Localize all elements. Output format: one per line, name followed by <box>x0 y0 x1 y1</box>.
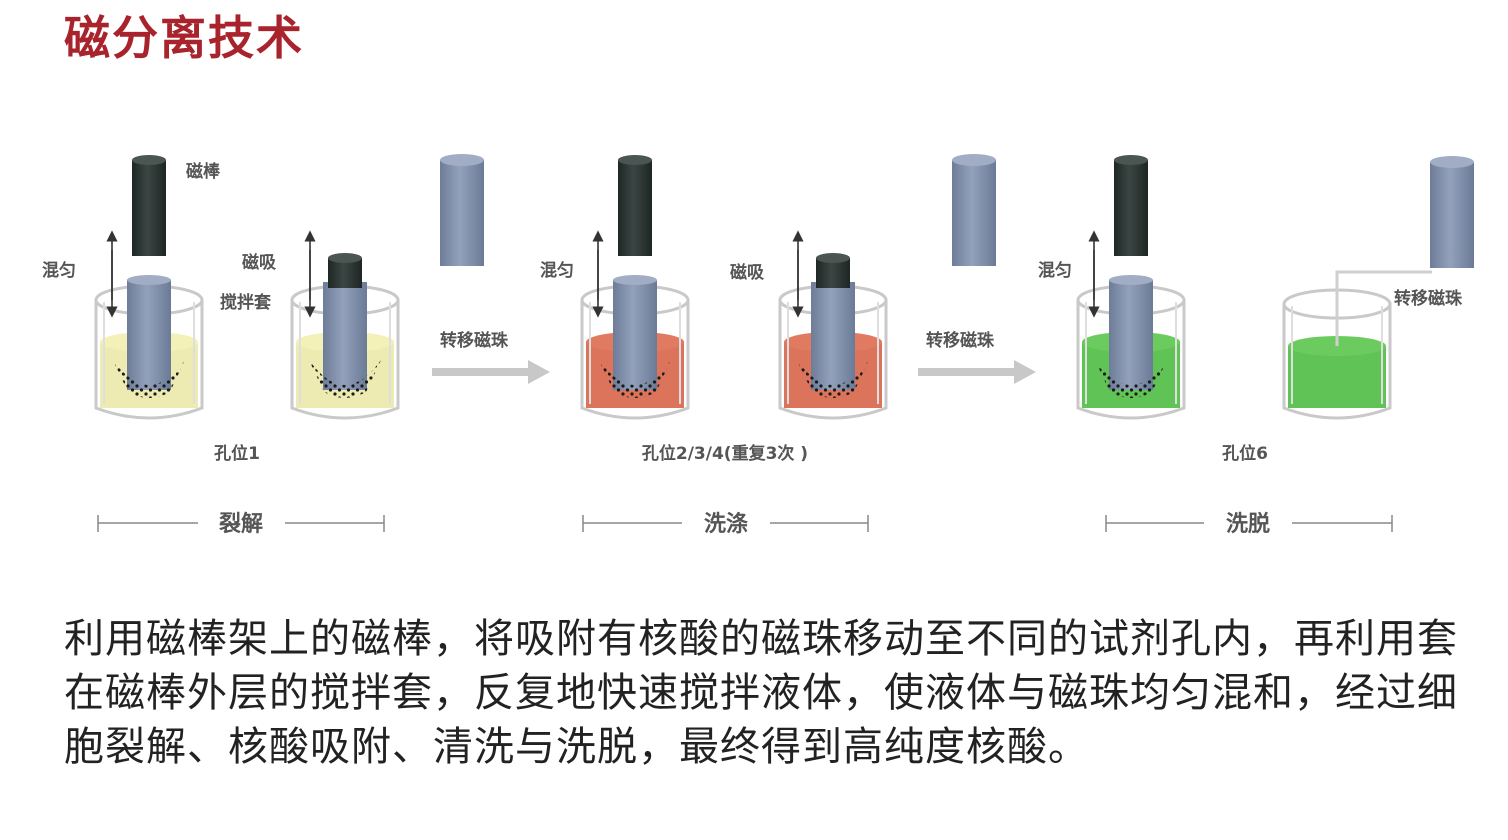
transfer-label: 转移磁珠 <box>926 330 995 351</box>
tube-wash-adsorb <box>778 230 888 420</box>
adsorb-label: 磁吸 <box>242 252 277 273</box>
stirring-sleeve <box>323 282 367 390</box>
description-paragraph: 利用磁棒架上的磁棒，将吸附有核酸的磁珠移动至不同的试剂孔内，再利用套在磁棒外层的… <box>64 616 1458 770</box>
well-label: 孔位6 <box>1222 443 1268 464</box>
tube-wash-mix <box>580 155 690 420</box>
tube-lysis-adsorb <box>290 230 400 420</box>
stage-label-lysis: 裂解 <box>219 511 263 537</box>
adsorb-label: 磁吸 <box>730 262 765 283</box>
transfer-label: 转移磁珠 <box>1394 288 1463 309</box>
mix-label: 混匀 <box>42 260 76 281</box>
sleeve-label: 搅拌套 <box>220 292 272 313</box>
stage-label-wash: 洗涤 <box>704 512 748 537</box>
magnetic-rod <box>132 160 166 256</box>
well-label: 孔位2/3/4(重复3次 ) <box>642 443 808 464</box>
well-label: 孔位1 <box>214 443 260 464</box>
stage-bracket-wash <box>582 515 869 532</box>
page-title: 磁分离技术 <box>64 11 304 65</box>
transfer-arrow <box>432 360 550 384</box>
tube-elute-mix <box>1076 155 1186 420</box>
tube-lysis-mix <box>94 155 204 420</box>
tube-elute-final <box>1282 156 1474 420</box>
mix-label: 混匀 <box>540 260 574 281</box>
transfer-label: 转移磁珠 <box>440 330 509 351</box>
stage-bracket-elute <box>1105 515 1393 532</box>
stage-bracket-lysis <box>97 515 385 532</box>
mix-label: 混匀 <box>1038 260 1072 281</box>
magnetic-separation-diagram: 磁棒 混匀 磁吸 搅拌套 转移磁珠 混匀 <box>42 154 1474 537</box>
stirring-sleeve <box>127 280 171 390</box>
transfer-sleeve <box>952 154 996 266</box>
rod-label: 磁棒 <box>186 161 221 182</box>
transfer-arrow <box>918 360 1036 384</box>
transfer-sleeve <box>440 154 484 266</box>
stage-label-elute: 洗脱 <box>1226 512 1270 537</box>
